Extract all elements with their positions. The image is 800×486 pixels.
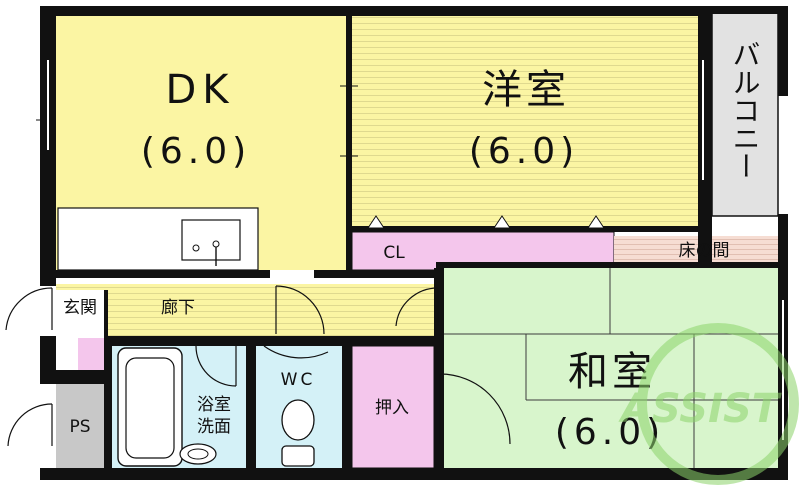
sink (181, 219, 241, 261)
wc-label: WC (281, 370, 316, 390)
rouka-label: 廊下 (161, 298, 195, 318)
youshitsu-label: 洋室 (482, 67, 570, 113)
closet-label: CL (383, 243, 405, 263)
washitsu-door-swing (395, 287, 439, 327)
tokonoma-label: 床の間 (679, 241, 730, 261)
bath-door-swing (195, 345, 237, 387)
balcony-label: バルコニー (729, 40, 762, 180)
dk-label: DK (165, 67, 234, 113)
washitsu-label: 和室 (568, 349, 656, 395)
ps-floor (56, 384, 104, 468)
corridor-floor (56, 284, 440, 336)
youshitsu-floor (352, 16, 698, 228)
wc-door-swing (263, 345, 329, 359)
toilet-tank (281, 445, 315, 467)
genkan-label: 玄関 (63, 298, 97, 318)
youshitsu-size: (6.0) (469, 131, 579, 172)
genkan-floor (56, 290, 104, 336)
corridor-door-swing (275, 285, 325, 335)
bath-label-2: 洗面 (197, 417, 231, 437)
bath-label-1: 浴室 (197, 395, 231, 415)
oshiire-label: 押入 (375, 398, 409, 418)
ps-label: PS (69, 417, 90, 437)
washitsu-lower-door-swing (439, 373, 511, 445)
tokonoma-floor (614, 236, 778, 264)
watermark-text: ASSIST (618, 386, 782, 432)
washitsu-floor (444, 268, 778, 468)
toilet-bowl (281, 399, 315, 441)
dk-size: (6.0) (141, 131, 251, 172)
sink-drain (192, 244, 200, 252)
genkan-pink-box (78, 338, 104, 370)
ps-door-swing (7, 403, 53, 447)
entrance-door-swing (5, 287, 53, 331)
assist-watermark: ASSIST (618, 323, 799, 485)
